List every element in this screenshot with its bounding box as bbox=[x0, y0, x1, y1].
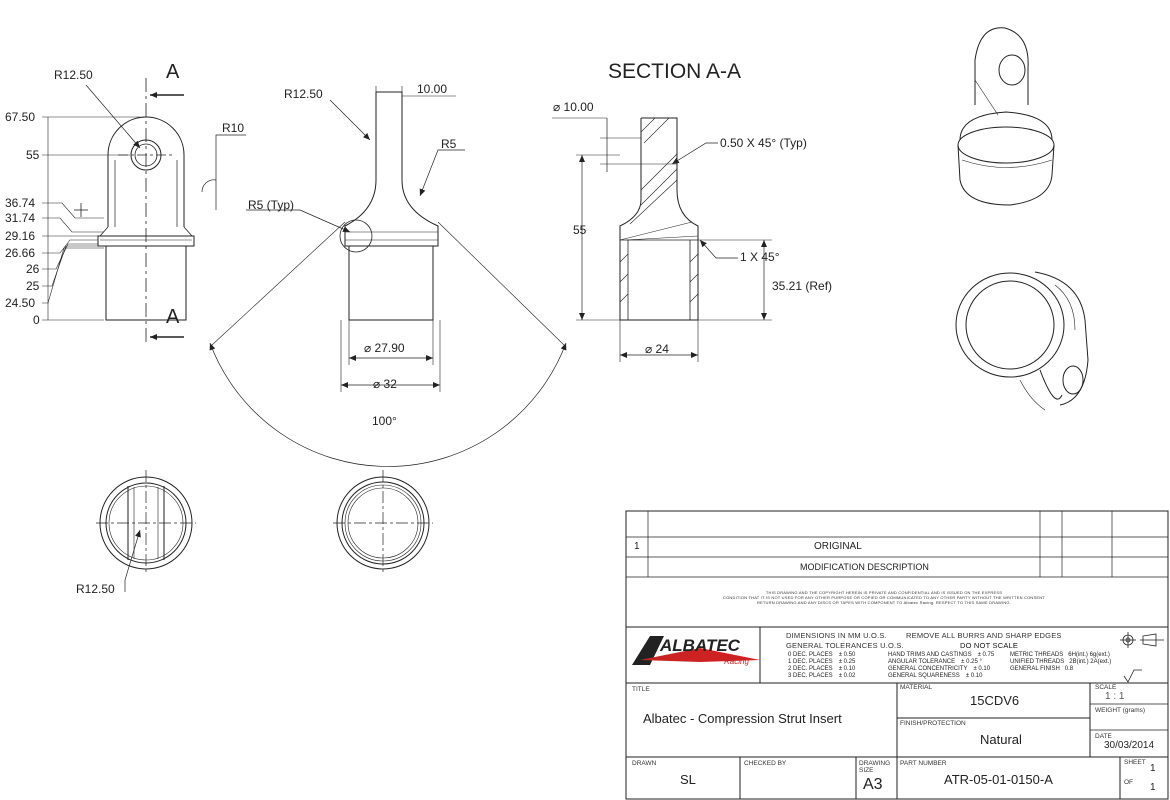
side-width-top: 10.00 bbox=[417, 82, 448, 96]
height-label-7: 26 bbox=[26, 262, 40, 276]
of-value: 1 bbox=[1150, 782, 1156, 793]
height-label-4: 31.74 bbox=[5, 211, 36, 225]
size-label: DRAWING SIZE bbox=[859, 760, 891, 774]
section-chamfer-bottom: 1 X 45° bbox=[740, 250, 780, 264]
height-label-1: 67.50 bbox=[5, 110, 36, 124]
section-dia-hole: ⌀ 10.00 bbox=[553, 100, 594, 114]
section-ref-length: 35.21 (Ref) bbox=[772, 279, 833, 293]
height-label-8: 25 bbox=[26, 279, 40, 293]
projection-symbol-icon bbox=[1120, 632, 1164, 648]
height-label-5: 29.16 bbox=[5, 229, 36, 243]
of-label: OF bbox=[1124, 779, 1134, 786]
logo-sub: Racing bbox=[724, 657, 749, 666]
checked-label: CHECKED BY bbox=[744, 760, 787, 767]
surface-finish-icon bbox=[1123, 669, 1142, 683]
drawing-title: Albatec - Compression Strut Insert bbox=[643, 711, 842, 726]
bottom-radius: R12.50 bbox=[76, 582, 115, 596]
material-value: 15CDV6 bbox=[970, 693, 1020, 708]
burrs-note: REMOVE ALL BURRS AND SHARP EDGES bbox=[906, 631, 1062, 640]
scale-value: 1 : 1 bbox=[1105, 691, 1125, 702]
date-label: DATE bbox=[1095, 733, 1112, 740]
decimal-tolerances: 0 DEC. PLACES± 0.50 1 DEC. PLACES± 0.25 … bbox=[788, 652, 856, 679]
height-label-3: 36.74 bbox=[5, 196, 36, 210]
side-view bbox=[209, 86, 567, 467]
dims-note: DIMENSIONS IN MM U.O.S. bbox=[786, 631, 887, 640]
part-number-label: PART NUMBER bbox=[900, 760, 947, 767]
side-dia-outer: ⌀ 32 bbox=[373, 377, 397, 391]
side-fillet: R5 bbox=[441, 137, 457, 151]
section-title: SECTION A-A bbox=[608, 60, 742, 83]
section-view bbox=[552, 117, 772, 362]
size-value: A3 bbox=[863, 776, 883, 793]
confidential-notice: THIS DRAWING AND THE COPYRIGHT HEREIN IS… bbox=[723, 590, 1045, 605]
front-radius-side: R10 bbox=[222, 121, 245, 135]
section-height: 55 bbox=[573, 223, 587, 237]
bottom-view-left bbox=[96, 470, 196, 592]
height-label-9: 24.50 bbox=[5, 296, 36, 310]
part-number-value: ATR-05-01-0150-A bbox=[944, 772, 1053, 787]
sheet-label: SHEET bbox=[1124, 759, 1146, 766]
section-dia-bottom: ⌀ 24 bbox=[645, 342, 669, 356]
iso-view-top bbox=[957, 27, 1055, 206]
logo-text: ALBATEC bbox=[660, 636, 740, 655]
iso-view-bottom bbox=[955, 271, 1089, 411]
section-chamfer-top: 0.50 X 45° (Typ) bbox=[720, 136, 807, 150]
height-label-6: 26.66 bbox=[5, 246, 36, 260]
side-dia-inner: ⌀ 27.90 bbox=[364, 341, 405, 355]
section-marker-bottom: A bbox=[166, 306, 180, 328]
scale-label: SCALE bbox=[1095, 684, 1117, 691]
front-view bbox=[42, 78, 246, 345]
date-value: 30/03/2014 bbox=[1104, 740, 1155, 751]
rev-text: ORIGINAL bbox=[814, 541, 862, 552]
finish-label: FINISH/PROTECTION bbox=[900, 720, 966, 727]
general-tolerances: HAND TRIMS AND CASTINGS± 0.75 ANGULAR TO… bbox=[888, 652, 995, 679]
front-radius-top: R12.50 bbox=[54, 68, 93, 82]
tolerances-note: GENERAL TOLERANCES U.O.S. bbox=[786, 641, 904, 650]
drawn-value: SL bbox=[680, 772, 696, 787]
rev-number: 1 bbox=[634, 541, 640, 552]
no-scale-note: DO NOT SCALE bbox=[960, 641, 1019, 650]
mod-description: MODIFICATION DESCRIPTION bbox=[800, 562, 929, 572]
finish-value: Natural bbox=[980, 732, 1022, 747]
title-label: TITLE bbox=[632, 686, 650, 693]
weight-label: WEIGHT (grams) bbox=[1095, 707, 1146, 714]
sheet-value: 1 bbox=[1150, 763, 1156, 774]
side-angle: 100° bbox=[372, 414, 397, 428]
section-marker-top: A bbox=[166, 61, 180, 83]
side-fillet-typ: R5 (Typ) bbox=[248, 198, 295, 212]
height-label-10: 0 bbox=[33, 313, 40, 327]
albatec-logo bbox=[632, 636, 760, 665]
drawn-label: DRAWN bbox=[632, 760, 657, 767]
title-block-frame bbox=[625, 510, 1169, 800]
height-label-2: 55 bbox=[26, 148, 40, 162]
bottom-view-right bbox=[333, 470, 433, 575]
material-label: MATERIAL bbox=[900, 684, 933, 691]
side-radius-top: R12.50 bbox=[284, 87, 323, 101]
